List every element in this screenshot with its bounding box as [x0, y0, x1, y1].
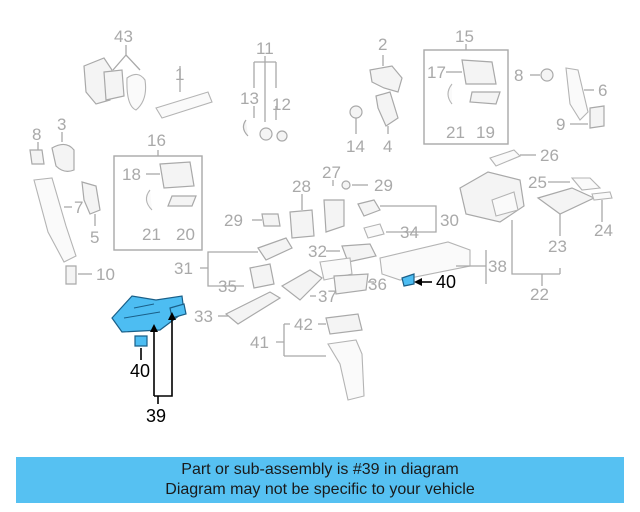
- callout-36: 36: [368, 275, 387, 294]
- banner-line-1: Part or sub-assembly is #39 in diagram: [181, 461, 459, 478]
- callout-10: 10: [96, 265, 115, 284]
- part-2-group: [349, 55, 403, 134]
- callout-35: 35: [218, 277, 237, 296]
- callout-30: 30: [440, 211, 459, 230]
- callout-40-right: 40: [436, 272, 456, 292]
- callout-9: 9: [556, 115, 565, 134]
- callout-37: 37: [318, 287, 337, 306]
- callout-5: 5: [90, 228, 99, 247]
- callout-29-lower: 29: [224, 211, 243, 230]
- banner-line-2: Diagram may not be specific to your vehi…: [165, 481, 475, 498]
- callout-23: 23: [548, 237, 567, 256]
- part-7-group: [29, 132, 101, 285]
- callout-38: 38: [488, 257, 507, 276]
- callout-28: 28: [292, 177, 311, 196]
- callout-8-right: 8: [514, 66, 523, 85]
- callout-21-lower: 21: [142, 225, 161, 244]
- part-11-group: [242, 56, 288, 142]
- callout-12: 12: [272, 95, 291, 114]
- callout-22: 22: [530, 285, 549, 304]
- callout-3: 3: [57, 115, 66, 134]
- callout-42: 42: [294, 315, 313, 334]
- part-16-box: [113, 150, 203, 251]
- part-22-group: [459, 149, 613, 286]
- callout-32: 32: [308, 242, 327, 261]
- part-41-group: [218, 269, 365, 401]
- callout-1: 1: [175, 65, 184, 84]
- part-1-group: [155, 66, 213, 119]
- callout-29-upper: 29: [374, 176, 393, 195]
- part-30-group: [252, 180, 437, 239]
- callout-19: 19: [476, 123, 495, 142]
- callout-40-left: 40: [130, 361, 150, 381]
- callout-25: 25: [528, 173, 547, 192]
- info-banner: Part or sub-assembly is #39 in diagram D…: [16, 457, 624, 503]
- callout-21-upper: 21: [446, 123, 465, 142]
- callout-26: 26: [540, 146, 559, 165]
- leader-lines-39-40: [140, 278, 432, 404]
- callout-7: 7: [74, 198, 83, 217]
- callout-33: 33: [194, 307, 213, 326]
- callout-24: 24: [594, 221, 613, 240]
- highlighted-part-39[interactable]: [111, 273, 415, 347]
- part-43-group: [83, 45, 147, 111]
- callout-43: 43: [114, 27, 133, 46]
- callout-6: 6: [598, 81, 607, 100]
- callout-16: 16: [147, 131, 166, 150]
- callout-4: 4: [383, 137, 392, 156]
- callout-13: 13: [240, 89, 259, 108]
- callout-2: 2: [378, 35, 387, 54]
- callout-17: 17: [427, 63, 446, 82]
- part-6-group: [530, 67, 605, 129]
- callout-14: 14: [346, 137, 365, 156]
- callout-15: 15: [455, 27, 474, 46]
- callout-31: 31: [174, 259, 193, 278]
- callout-20: 20: [176, 225, 195, 244]
- callout-11: 11: [256, 39, 274, 58]
- callout-labels: 43 1 11 13 12 2 14 4 15 17 21 19 8 6 9 8…: [32, 27, 613, 426]
- callout-8-left: 8: [32, 125, 41, 144]
- part-15-box: [423, 44, 509, 145]
- callout-34: 34: [400, 223, 419, 242]
- callout-27: 27: [322, 163, 341, 182]
- callout-18: 18: [122, 165, 141, 184]
- callout-41: 41: [250, 333, 269, 352]
- part-31-group: [200, 237, 487, 295]
- callout-39: 39: [146, 406, 166, 426]
